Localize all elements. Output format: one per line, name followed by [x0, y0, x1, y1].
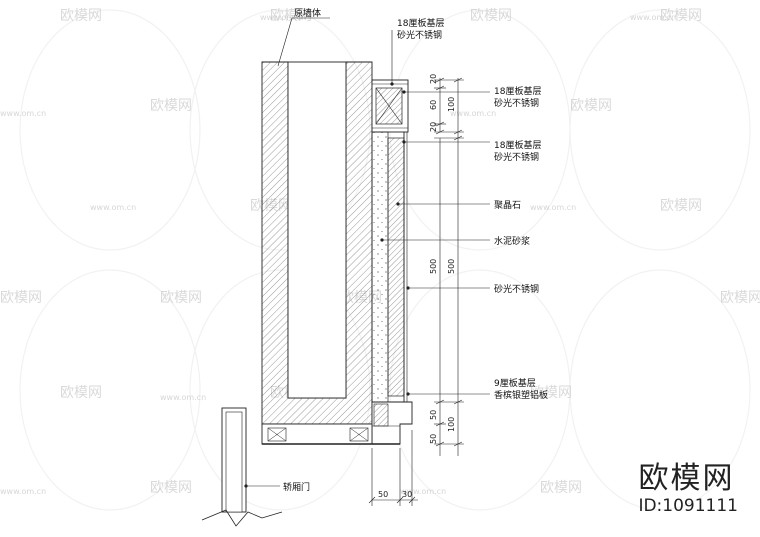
- dimension-lines-right: [434, 77, 464, 456]
- brand-block: 欧模网 ID:1091111: [638, 463, 738, 517]
- watermark-text: 欧模网 欧模网 欧模网 欧模网 欧模网 欧模网 欧模网 欧模网 欧模网 欧模网 …: [0, 8, 760, 496]
- wm-url-5: www.om.cn: [90, 203, 136, 212]
- label-elevator-door: 轿厢门: [283, 481, 310, 493]
- leader-dots: [244, 82, 410, 488]
- label-ss-brushed-r2: 砂光不锈钢: [494, 151, 539, 163]
- dim-50-a: 50: [429, 410, 438, 420]
- brand-id: ID:1091111: [638, 496, 738, 516]
- dim-100-a: 100: [447, 97, 456, 112]
- label-original-wall: 原墙体: [294, 7, 321, 19]
- wm-4: 欧模网: [660, 8, 702, 24]
- wm-10: 欧模网: [160, 290, 202, 306]
- wm-url-1: www.om.cn: [260, 13, 306, 22]
- leader-lines: [246, 17, 490, 487]
- label-cement-mortar: 水泥砂浆: [494, 235, 530, 247]
- wm-13: 欧模网: [60, 385, 102, 401]
- dim-50-c: 50: [378, 490, 388, 499]
- wm-15: 欧模网: [530, 385, 572, 401]
- label-ss-brushed-r3: 砂光不锈钢: [494, 283, 539, 295]
- dim-500-b: 500: [447, 259, 456, 274]
- wm-url-8: www.om.cn: [0, 487, 46, 496]
- wm-url-4: www.om.cn: [450, 109, 496, 118]
- wm-9: 欧模网: [0, 290, 42, 306]
- elevator-door: [201, 407, 283, 527]
- wm-17: 欧模网: [540, 480, 582, 496]
- original-wall: [261, 61, 373, 425]
- annotation-labels: 原墙体 18厘板基层 砂光不锈钢 18厘板基层 砂光不锈钢 18厘板基层 砂光不…: [283, 7, 548, 493]
- dim-100-b: 100: [447, 417, 456, 432]
- brand-logo: 欧模网: [638, 461, 735, 496]
- dim-20-b: 20: [429, 122, 438, 132]
- wm-url-6: www.om.cn: [530, 203, 576, 212]
- wm-url-7: www.om.cn: [160, 393, 206, 402]
- dim-50-b: 50: [429, 434, 438, 444]
- label-panel-18-top: 18厘板基层: [397, 17, 444, 29]
- wm-url-2: www.om.cn: [630, 13, 676, 22]
- wm-12: 欧模网: [720, 290, 760, 306]
- dim-60: 60: [429, 100, 438, 110]
- wm-7: 欧模网: [660, 198, 702, 214]
- dim-500-a: 500: [429, 259, 438, 274]
- wm-2: 欧模网: [270, 8, 312, 24]
- wm-16: 欧模网: [150, 480, 192, 496]
- wm-url-3: www.om.cn: [0, 109, 46, 118]
- wm-5: 欧模网: [150, 98, 192, 114]
- dim-20-a: 20: [429, 74, 438, 84]
- label-alu-plastic: 香槟银塑铝板: [494, 389, 548, 401]
- wm-1: 欧模网: [60, 8, 102, 24]
- wm-3: 欧模网: [470, 8, 512, 24]
- watermark-layer: [19, 9, 751, 511]
- label-panel-9: 9厘板基层: [494, 377, 536, 389]
- wm-url-9: www.om.cn: [400, 487, 446, 496]
- label-panel-18-r2: 18厘板基层: [494, 139, 541, 151]
- dimension-values-bottom: 50 30: [378, 490, 412, 499]
- dim-30: 30: [402, 490, 412, 499]
- wm-6: 欧模网: [570, 98, 612, 114]
- label-panel-18-r1: 18厘板基层: [494, 85, 541, 97]
- label-ss-brushed-top: 砂光不锈钢: [397, 29, 442, 41]
- cladding-assembly: [261, 79, 413, 445]
- watermark-url: www.om.cn www.om.cn www.om.cn www.om.cn …: [0, 13, 676, 496]
- label-crystal-stone: 聚晶石: [494, 200, 521, 211]
- dimension-lines-bottom: [368, 430, 418, 506]
- dimension-values-right: 20 60 100 20 500 500 50 50 100: [429, 74, 456, 444]
- label-ss-brushed-r1: 砂光不锈钢: [494, 97, 539, 109]
